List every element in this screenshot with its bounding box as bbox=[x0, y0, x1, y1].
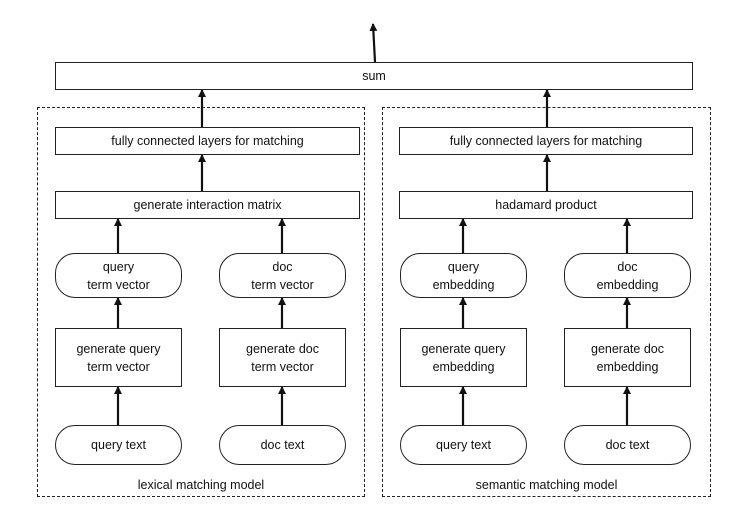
semantic-model-region bbox=[382, 107, 711, 497]
lexical-model-caption: lexical matching model bbox=[137, 478, 265, 492]
generate-doc-term-vector-box: generate doc term vector bbox=[219, 328, 346, 387]
doc-term-vector-node: doc term vector bbox=[219, 253, 346, 298]
doc-embedding-node: doc embedding bbox=[564, 253, 691, 298]
generate-query-term-vector-box: generate query term vector bbox=[55, 328, 182, 387]
query-embedding-node: query embedding bbox=[400, 253, 527, 298]
semantic-model-caption: semantic matching model bbox=[475, 478, 618, 492]
lexical-doc-text-node: doc text bbox=[219, 425, 346, 465]
lexical-model-region bbox=[37, 107, 365, 497]
semantic-query-text-node: query text bbox=[400, 425, 527, 465]
generate-doc-embedding-box: generate doc embedding bbox=[564, 328, 691, 387]
lexical-query-text-node: query text bbox=[55, 425, 182, 465]
lexical-fc-box: fully connected layers for matching bbox=[55, 127, 360, 155]
sum-box: sum bbox=[55, 62, 693, 90]
generate-query-embedding-box: generate query embedding bbox=[400, 328, 527, 387]
arrow-sum-output bbox=[369, 23, 378, 63]
semantic-fc-box: fully connected layers for matching bbox=[399, 127, 693, 155]
hadamard-product-box: hadamard product bbox=[399, 191, 693, 219]
semantic-doc-text-node: doc text bbox=[564, 425, 691, 465]
interaction-matrix-box: generate interaction matrix bbox=[55, 191, 360, 219]
query-term-vector-node: query term vector bbox=[55, 253, 182, 298]
